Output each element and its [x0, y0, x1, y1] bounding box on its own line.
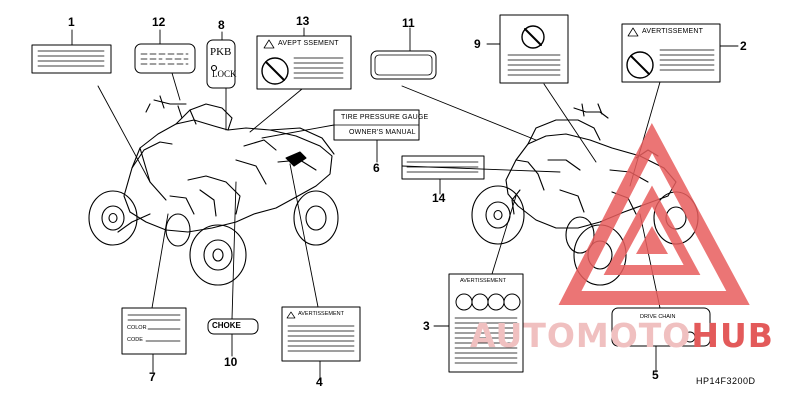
callout-8: 8 — [218, 18, 225, 32]
callout-14: 14 — [432, 191, 446, 205]
label-4-heading: AVERTISSEMENT — [298, 311, 344, 317]
label-13-heading: AVEPT SSEMENT — [278, 40, 339, 47]
watermark-text: AUTOMOTOHUB — [470, 319, 774, 352]
label-3-heading: AVERTISSEMENT — [460, 278, 506, 284]
watermark-text-automoto: AUTOMOTO — [470, 316, 692, 355]
label-2-box — [621, 23, 721, 83]
label-1-box — [31, 44, 112, 74]
label-11-box — [370, 50, 437, 80]
label-2-heading: AVERTISSEMENT — [642, 28, 704, 35]
label-5-drive-chain: DRIVE CHAIN — [640, 314, 676, 320]
label-8-box — [206, 39, 236, 89]
label-14-box — [401, 155, 485, 180]
leader-lines — [71, 27, 739, 381]
label-4-box — [281, 306, 361, 362]
diagram-code: HP14F3200D — [696, 376, 756, 386]
label-7-box — [121, 307, 187, 355]
label-7-color: COLOR — [127, 325, 147, 331]
callout-11: 11 — [402, 16, 415, 30]
label-7-code: CODE — [127, 337, 143, 343]
callout-5: 5 — [652, 368, 659, 382]
callout-6: 6 — [373, 161, 380, 175]
callout-3: 3 — [423, 319, 430, 333]
label-3-box — [448, 273, 524, 373]
label-10-choke: CHOKE — [212, 321, 241, 330]
label-12-box — [134, 43, 196, 74]
label-9-box — [499, 14, 569, 84]
label-8-park-bottom: LOCK — [212, 69, 237, 79]
atv-left-drawing — [88, 95, 339, 286]
callout-10: 10 — [224, 355, 238, 369]
label-13-box — [256, 35, 352, 90]
callout-12: 12 — [152, 15, 166, 29]
callout-13: 13 — [296, 14, 310, 28]
label-8-park-top: PKB — [210, 46, 232, 58]
callout-4: 4 — [316, 375, 323, 389]
callout-1: 1 — [68, 15, 75, 29]
label-5-box — [611, 307, 711, 347]
watermark-logo — [558, 122, 750, 305]
watermark-text-hub: HUB — [691, 316, 774, 355]
label-6-owners-manual: OWNER'S MANUAL — [349, 129, 416, 136]
callout-7: 7 — [149, 370, 156, 384]
label-10-box — [207, 318, 259, 335]
callout-2: 2 — [740, 39, 747, 53]
callout-9: 9 — [474, 37, 481, 51]
label-6-tire-pressure: TIRE PRESSURE GAUGE — [341, 114, 429, 121]
